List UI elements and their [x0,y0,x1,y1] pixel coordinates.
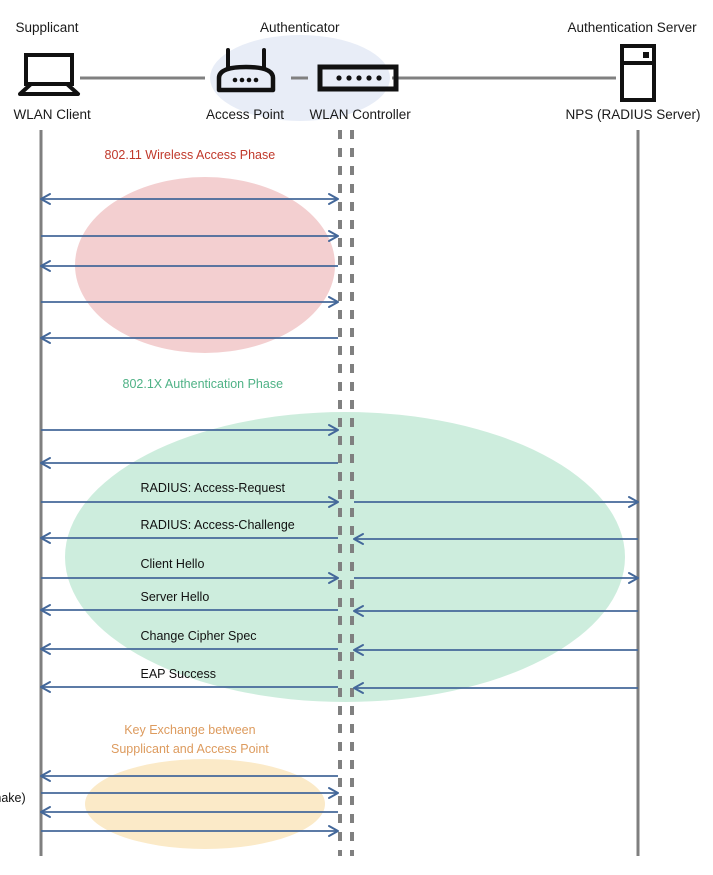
message-arrow-20-head-right [328,787,339,799]
message-arrow-10-head-left [40,604,51,616]
message-arrow-16-head-left [353,605,364,617]
message-label: RADIUS: Access-Request [140,481,286,495]
role-title-auth-server: Authentication Server [567,20,697,35]
message-label: EAPOL-Key (4-way handshake) [0,791,26,805]
phase-label-80211: 802.11 Wireless Access Phase [104,148,276,162]
message-arrow-19-head-left [40,770,51,782]
wlan-controller-icon [317,63,399,93]
message-arrow-14-head-left [353,533,364,545]
message-label: Client Hello [140,557,205,571]
message-arrow-1-head-right [328,230,339,242]
access-point-icon [214,48,278,98]
message-arrow-13-head-right [628,496,639,508]
message-label: RADIUS: Access-Challenge [140,518,295,532]
message-arrow-6-head-left [40,457,51,469]
message-label: Server Hello [140,590,210,604]
message-arrow-11-head-left [40,643,51,655]
message-arrow-0-head-left [40,193,51,205]
message-arrow-8-head-left [40,532,51,544]
phase-8021x-ellipse [65,412,625,702]
message-label: Change Cipher Spec [140,629,257,643]
message-arrow-0-head-right [328,193,339,205]
message-label: EAP Success [140,667,217,681]
message-arrow-17-head-left [353,644,364,656]
phase-80211-ellipse [75,177,335,353]
server-icon [615,44,661,102]
node-label-nps-server: NPS (RADIUS Server) [565,107,701,122]
phase-keyexchange-ellipse [85,759,325,849]
message-arrow-22-head-right [328,825,339,837]
message-arrow-3-head-right [328,296,339,308]
message-arrow-18-head-left [353,682,364,694]
message-arrow-21-head-left [40,806,51,818]
role-title-authenticator: Authenticator [260,20,340,35]
message-arrow-9-head-right [328,572,339,584]
message-arrow-7-head-right [328,496,339,508]
message-arrow-2-head-left [40,260,51,272]
message-arrow-15-head-right [628,572,639,584]
message-arrow-12-head-left [40,681,51,693]
phase-label-8021x: 802.1X Authentication Phase [122,377,284,391]
role-title-supplicant: Supplicant [15,20,79,35]
node-label-access-point: Access Point [206,107,285,122]
node-label-wlan-client: WLAN Client [13,107,91,122]
message-arrow-4-head-left [40,332,51,344]
message-arrow-5-head-right [328,424,339,436]
node-label-wlan-controller: WLAN Controller [309,107,411,122]
laptop-icon [15,52,87,98]
